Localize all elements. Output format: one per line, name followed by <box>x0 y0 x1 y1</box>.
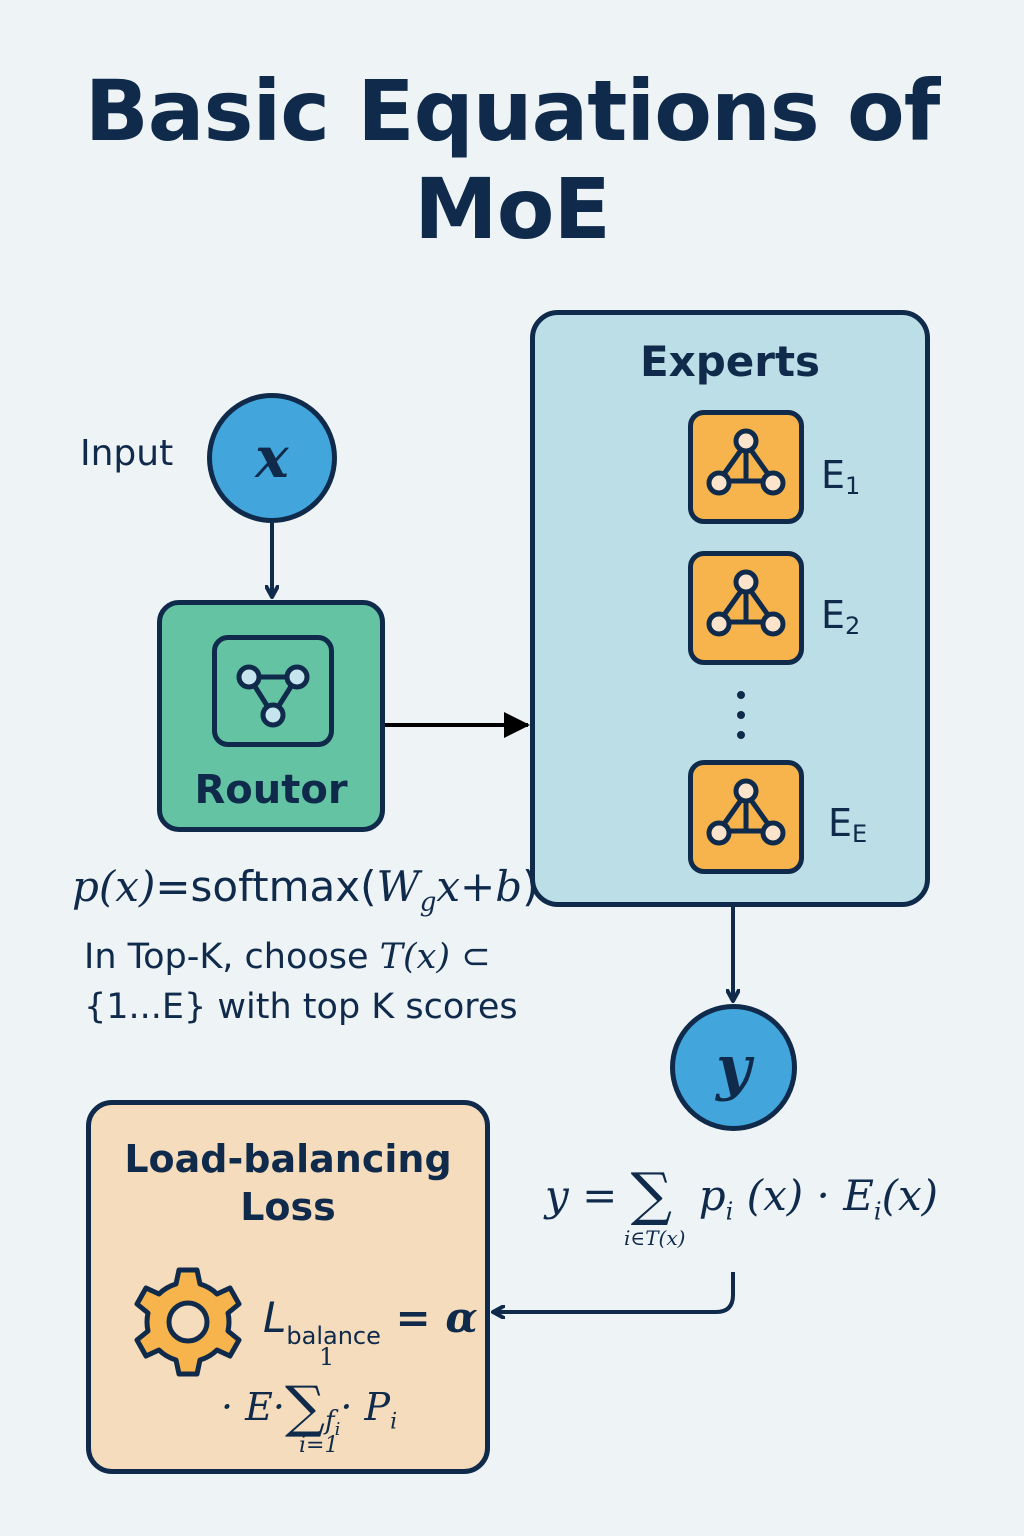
input-node[interactable]: x <box>207 393 337 523</box>
loss-eq2-f: fi <box>324 1405 341 1440</box>
title-line-1: Basic Equations of <box>84 62 940 160</box>
output-equation: y = ∑ pi (x) · Ei(x) <box>545 1156 939 1228</box>
loss-equation-line-2: · E·∑fi· Pi <box>221 1369 397 1440</box>
expert-2[interactable] <box>688 551 804 665</box>
gating-eq: = <box>155 862 191 911</box>
expert-1[interactable] <box>688 410 804 524</box>
topk-range: {1...E} <box>84 987 207 1027</box>
output-eq-p-sub: i <box>725 1197 734 1226</box>
loss-title-line-1: Load-balancing <box>124 1137 452 1181</box>
network-triangle-icon <box>212 635 334 747</box>
output-symbol: y <box>716 1032 751 1103</box>
loss-equation-line-1: Lbalance = α <box>263 1293 478 1350</box>
output-eq-E-sub: i <box>873 1197 882 1226</box>
expert-2-label: E2 <box>821 593 861 640</box>
gating-w: W <box>376 862 420 911</box>
topk-subset: ⊂ <box>450 937 491 977</box>
router-label: Routor <box>194 767 348 813</box>
network-triangle-icon <box>706 428 786 496</box>
loss-eq-alpha: = α <box>380 1293 478 1342</box>
topk-prefix: In Top-K, choose <box>84 937 380 977</box>
gating-lhs: p(x) <box>72 862 156 911</box>
output-eq-sum: ∑ <box>630 1160 673 1228</box>
ellipsis-vertical <box>731 687 751 748</box>
expert-E-label: EE <box>828 801 868 848</box>
output-eq-E: E <box>843 1171 874 1220</box>
network-triangle-icon <box>706 778 786 846</box>
loss-eq2-prefix: · E· <box>221 1385 285 1429</box>
gating-func: softmax( <box>190 862 377 911</box>
loss-sum-lower: i=1 <box>299 1433 339 1458</box>
gating-rest: x+b <box>436 862 523 911</box>
loss-sum-upper: 1 <box>319 1343 335 1371</box>
gating-w-sub: g <box>419 887 437 918</box>
loss-L: L <box>263 1293 287 1342</box>
topk-set: T(x) <box>379 937 451 977</box>
output-node[interactable]: y <box>670 1004 797 1131</box>
title-line-2: MoE <box>414 160 611 258</box>
output-eq-p: p <box>698 1171 726 1220</box>
input-symbol: x <box>255 425 289 491</box>
experts-title: Experts <box>639 337 821 386</box>
load-balancing-loss-panel: Load-balancing Loss Lbalance = α · E·∑fi… <box>86 1100 490 1474</box>
loss-title: Load-balancing Loss <box>91 1135 485 1231</box>
loss-eq2-mid: · P <box>340 1385 391 1429</box>
loss-L-sub: balance <box>286 1322 381 1350</box>
gating-equation: p(x)=softmax(Wgx+b) <box>72 862 539 917</box>
output-eq-equals: = <box>568 1171 631 1220</box>
router-block[interactable]: Routor <box>157 600 385 832</box>
page-title: Basic Equations of MoE <box>0 62 1024 258</box>
experts-panel: Experts E1 E2 <box>530 310 930 907</box>
expert-E[interactable] <box>688 760 804 874</box>
topk-description: In Top-K, choose T(x) ⊂ {1...E} with top… <box>84 932 524 1032</box>
loss-eq2-P-sub: i <box>390 1409 398 1435</box>
output-eq-sum-index: i∈T(x) <box>624 1226 686 1250</box>
loss-eq2-sum: ∑ <box>284 1375 325 1440</box>
output-eq-p-arg: (x) · <box>733 1171 844 1220</box>
output-eq-E-arg: (x) <box>881 1171 939 1220</box>
gear-icon <box>134 1267 242 1377</box>
output-eq-lhs: y <box>545 1171 569 1220</box>
loss-title-line-2: Loss <box>240 1185 336 1229</box>
input-label: Input <box>80 433 174 474</box>
expert-1-label: E1 <box>821 453 861 500</box>
arrow-output-to-loss <box>494 1272 735 1312</box>
topk-rest: with top K scores <box>206 987 518 1027</box>
network-triangle-icon <box>706 569 786 637</box>
